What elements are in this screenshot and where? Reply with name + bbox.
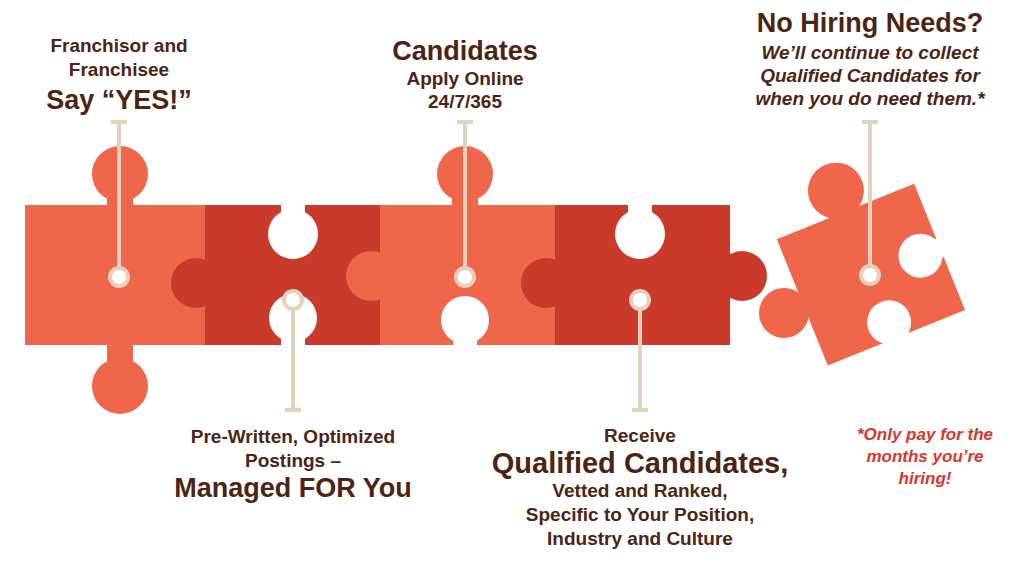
callout-text: No Hiring Needs? [730, 8, 1010, 39]
puzzle-piece-shape [555, 205, 730, 345]
callout-text: Candidates [355, 36, 575, 66]
callout-text: We’ll continue to collect Qualified Cand… [734, 41, 1006, 110]
callout-text: Say “YES!” [19, 84, 219, 116]
puzzle-piece: No Hiring Needs?We’ll continue to collec… [797, 207, 945, 343]
footnote: *Only pay for the months you’re hiring! [855, 424, 995, 490]
callout-text: Vetted and Ranked, Specific to Your Posi… [514, 479, 766, 551]
callout-text: Qualified Candidates, [480, 446, 800, 480]
callout-text: Pre-Written, Optimized Postings – [186, 425, 401, 473]
puzzle-piece: ReceiveQualified Candidates,Vetted and R… [555, 205, 730, 345]
callout-text: Franchisor and Franchisee [37, 34, 202, 82]
callout-text: Apply Online 24/7/365 [390, 67, 540, 113]
callout-text: Receive [540, 424, 740, 447]
callout-text: Managed FOR You [143, 472, 443, 504]
puzzle-piece-shape [797, 207, 945, 343]
